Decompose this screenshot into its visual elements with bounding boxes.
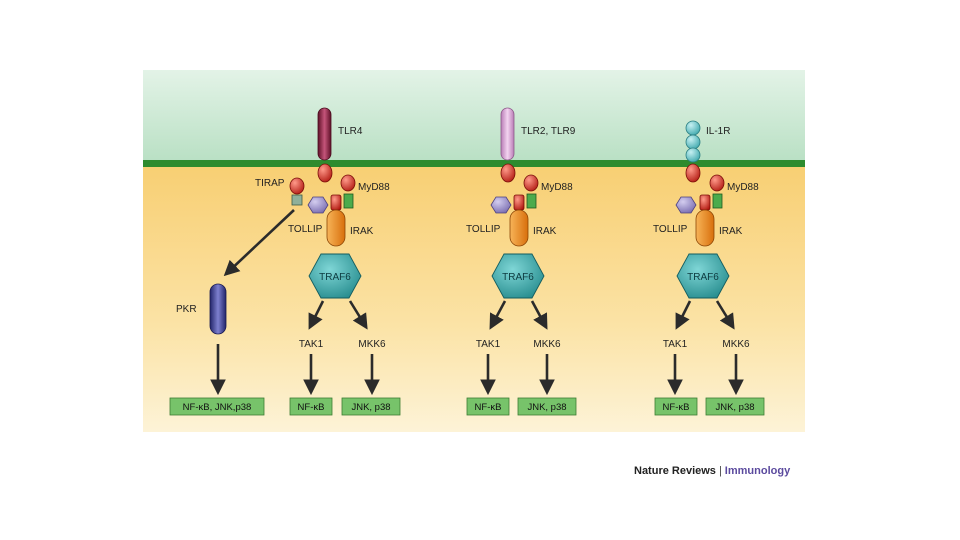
arrow-traf6-to-mkk6: [348, 300, 368, 330]
tak1-label: TAK1: [476, 339, 501, 350]
irak-kinase: [509, 209, 529, 247]
journal-subject: Immunology: [724, 465, 791, 477]
pkr-protein: [209, 283, 227, 335]
il1r-pathway: IL-1R MyD88 TOLLIP IRAK TRAF6 TAK1 MKK6 …: [653, 120, 765, 416]
myd88-tir-domain: [340, 174, 356, 192]
myd88-death-domain: [343, 193, 354, 209]
myd88-label: MyD88: [727, 182, 759, 193]
myd88-tir-domain: [709, 174, 725, 192]
output-label-tak1: NF-κB: [475, 402, 502, 413]
extracellular-region: [143, 70, 805, 162]
arrow-traf6-to-tak1: [489, 300, 507, 330]
output-box-tak1: [466, 397, 510, 416]
arrow-traf6-to-tak1: [675, 300, 692, 330]
tlr4-tir-domain: [317, 163, 333, 183]
tlr2-tir-domain: [500, 163, 516, 183]
journal-credit: Nature Reviews|Immunology: [634, 465, 790, 477]
output-label-mkk6: JNK, p38: [351, 402, 390, 413]
mkk6-label: MKK6: [722, 339, 750, 350]
tlr4-receptor: [317, 107, 332, 161]
traf6-label: TRAF6: [502, 272, 534, 283]
output-box-tak1: [289, 397, 333, 416]
traf6-label: TRAF6: [319, 272, 351, 283]
output-box-mkk6: [341, 397, 401, 416]
pkr-label: PKR: [176, 304, 197, 315]
irak-death-domain: [699, 194, 711, 211]
arrow-traf6-to-mkk6: [715, 300, 735, 330]
output-box-mkk6: [705, 397, 765, 416]
arrow-traf6-to-mkk6: [530, 300, 548, 330]
irak-death-domain: [330, 194, 342, 211]
traf6-protein: [491, 253, 545, 299]
mkk6-label: MKK6: [533, 339, 561, 350]
tlr4-label: TLR4: [338, 126, 363, 137]
myd88-death-domain: [526, 193, 537, 209]
tlr2-tlr9-receptor: [500, 107, 515, 161]
output-box-pkr: [169, 397, 265, 416]
irak-death-domain: [513, 194, 525, 211]
tollip-protein: [307, 196, 329, 214]
tollip-label: TOLLIP: [288, 224, 323, 235]
myd88-label: MyD88: [541, 182, 573, 193]
irak-kinase: [326, 209, 346, 247]
output-label-pkr: NF-κB, JNK,p38: [183, 402, 252, 413]
traf6-protein: [676, 253, 730, 299]
irak-label: IRAK: [350, 226, 374, 237]
tollip-protein: [490, 196, 512, 214]
output-label-tak1: NF-κB: [298, 402, 325, 413]
irak-kinase: [695, 209, 715, 247]
tlr2-tlr9-label: TLR2, TLR9: [521, 126, 576, 137]
tirap-protein: [289, 177, 305, 195]
arrow-tirap-to-pkr: [223, 209, 295, 277]
traf6-label: TRAF6: [687, 272, 719, 283]
myd88-death-domain: [712, 193, 723, 209]
plasma-membrane: [143, 160, 805, 167]
il1r-label: IL-1R: [706, 126, 730, 137]
tak1-label: TAK1: [663, 339, 688, 350]
mkk6-label: MKK6: [358, 339, 386, 350]
output-label-tak1: NF-κB: [663, 402, 690, 413]
output-label-mkk6: JNK, p38: [527, 402, 566, 413]
il1r-ig-domain-3: [685, 147, 701, 163]
tak1-label: TAK1: [299, 339, 324, 350]
myd88-label: MyD88: [358, 182, 390, 193]
tirap-domain: [291, 194, 303, 206]
output-box-mkk6: [517, 397, 577, 416]
output-label-mkk6: JNK, p38: [715, 402, 754, 413]
tlr2-tlr9-pathway: TLR2, TLR9 MyD88 TOLLIP IRAK TRAF6 TAK1 …: [466, 107, 577, 416]
journal-name: Nature Reviews: [634, 465, 716, 477]
myd88-tir-domain: [523, 174, 539, 192]
output-box-tak1: [654, 397, 698, 416]
il1r-ig-domain-2: [685, 134, 701, 150]
tollip-label: TOLLIP: [653, 224, 688, 235]
cytoplasm-region: [143, 166, 805, 432]
tlr4-pathway: TLR4 TIRAP MyD88 TOLLIP IRAK TRAF6 PKR T…: [169, 107, 401, 416]
tirap-label: TIRAP: [255, 178, 285, 189]
tollip-label: TOLLIP: [466, 224, 501, 235]
il1r-tir-domain: [685, 163, 701, 183]
credit-separator: |: [718, 465, 722, 477]
arrow-traf6-to-tak1: [308, 300, 325, 330]
irak-label: IRAK: [533, 226, 557, 237]
traf6-protein: [308, 253, 362, 299]
il1r-ig-domain-1: [685, 120, 701, 136]
irak-label: IRAK: [719, 226, 743, 237]
tollip-protein: [675, 196, 697, 214]
